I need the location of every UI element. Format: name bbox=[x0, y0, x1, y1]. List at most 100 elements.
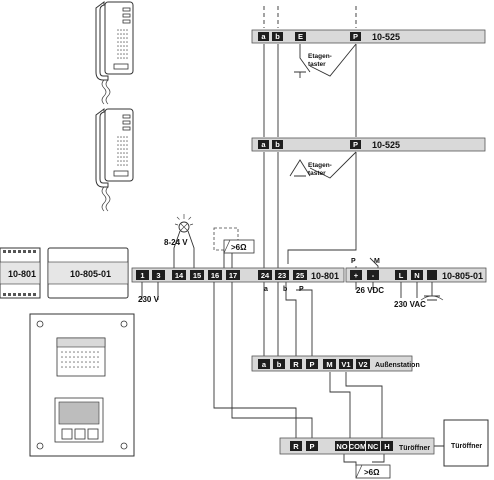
svg-text:P: P bbox=[309, 360, 314, 369]
door-opener-device: Türöffner bbox=[443, 419, 489, 467]
power-unit-bar: + - L N 10-805-01 bbox=[345, 267, 487, 283]
control-unit-terminal-1[interactable]: 1 bbox=[136, 270, 149, 280]
svg-text:15: 15 bbox=[193, 271, 201, 280]
power-unit-ac-label: 230 VAC bbox=[394, 300, 426, 309]
svg-text:M: M bbox=[326, 360, 332, 369]
bus-bar-2-model: 10-525 bbox=[372, 140, 400, 150]
svg-text:R: R bbox=[293, 442, 299, 451]
door-terminal-h[interactable]: H bbox=[381, 441, 393, 451]
control-unit-terminal-16[interactable]: 16 bbox=[208, 270, 222, 280]
bus-bar-1-terminal-a[interactable]: a bbox=[258, 32, 269, 41]
svg-text:a: a bbox=[261, 32, 266, 41]
power-unit-dc-label: 26 VDC bbox=[356, 286, 384, 295]
bus-bar-1-terminal-b[interactable]: b bbox=[272, 32, 283, 41]
svg-text:1: 1 bbox=[140, 271, 144, 280]
lower-wires bbox=[213, 282, 444, 466]
control-unit-terminal-24[interactable]: 24 bbox=[258, 270, 272, 280]
bus-bar-2-terminal-a[interactable]: a bbox=[258, 140, 269, 149]
svg-text:P: P bbox=[353, 32, 358, 41]
svg-text:16: 16 bbox=[211, 271, 219, 280]
bell-lamp-icon bbox=[173, 214, 195, 268]
outdoor-station-bar: a b R P M V1 V2 Außenstation bbox=[251, 355, 420, 372]
outdoor-station-panel-icon bbox=[29, 313, 135, 457]
power-unit-terminal-l[interactable]: L bbox=[395, 270, 407, 280]
bus-sub-a: a bbox=[264, 286, 268, 293]
bus-bar-2: a b P 10-525 bbox=[251, 137, 486, 152]
door-terminal-p[interactable]: P bbox=[306, 441, 318, 451]
door-terminal-no[interactable]: NO bbox=[335, 441, 349, 451]
module-10-801: 10-801 bbox=[0, 247, 41, 299]
svg-text:R: R bbox=[293, 360, 299, 369]
svg-text:P: P bbox=[309, 442, 314, 451]
call-contact-value: >6Ω bbox=[231, 243, 247, 252]
bus-bar-1-terminal-p[interactable]: P bbox=[350, 32, 361, 41]
door-opener-bar: R P NO COM NC H Türöffner bbox=[279, 437, 435, 455]
control-unit-terminal-25[interactable]: 25 bbox=[293, 270, 307, 280]
control-unit-terminal-17[interactable]: 17 bbox=[226, 270, 240, 280]
svg-text:+: + bbox=[354, 271, 359, 280]
bus-bar-1: a b E P 10-525 bbox=[251, 29, 486, 44]
outdoor-terminal-r[interactable]: R bbox=[290, 359, 302, 369]
outdoor-terminal-v2[interactable]: V2 bbox=[356, 359, 370, 369]
control-unit-terminal-3[interactable]: 3 bbox=[152, 270, 165, 280]
floor-button-2-label-line1: Etagen- bbox=[308, 162, 332, 169]
door-opener-bar-label: Türöffner bbox=[399, 445, 430, 452]
outdoor-terminal-v1[interactable]: V1 bbox=[339, 359, 353, 369]
svg-text:-: - bbox=[372, 271, 375, 280]
svg-text:24: 24 bbox=[261, 271, 270, 280]
bus-bar-2-terminal-p[interactable]: P bbox=[350, 140, 361, 149]
door-terminal-com[interactable]: COM bbox=[349, 441, 367, 451]
svg-text:E: E bbox=[298, 32, 303, 41]
power-unit-terminal-minus[interactable]: - bbox=[367, 270, 379, 280]
floor-button-1-label-line1: Etagen- bbox=[308, 53, 332, 60]
outdoor-terminal-b[interactable]: b bbox=[273, 359, 285, 369]
svg-text:14: 14 bbox=[175, 271, 184, 280]
module-left-label: 10-801 bbox=[8, 269, 36, 279]
power-unit-model: 10-805-01 bbox=[442, 271, 483, 281]
bus-sub-p: P bbox=[299, 286, 304, 293]
bus-wires bbox=[263, 6, 357, 358]
indoor-handset-1-icon bbox=[95, 1, 134, 105]
bus-bar-1-model: 10-525 bbox=[372, 32, 400, 42]
svg-text:L: L bbox=[399, 271, 404, 280]
svg-text:V1: V1 bbox=[341, 360, 350, 369]
door-terminal-r[interactable]: R bbox=[290, 441, 302, 451]
floor-switch-2-icon bbox=[289, 151, 357, 179]
bus-bar-1-terminal-e[interactable]: E bbox=[295, 32, 306, 41]
door-terminal-nc[interactable]: NC bbox=[366, 441, 380, 451]
svg-text:23: 23 bbox=[278, 271, 286, 280]
floor-button-2-label-line2: taster bbox=[308, 170, 326, 177]
bus-bar-2-terminal-b[interactable]: b bbox=[272, 140, 283, 149]
svg-text:b: b bbox=[275, 140, 280, 149]
door-opener-label: Türöffner bbox=[451, 443, 482, 450]
svg-text:NO: NO bbox=[336, 442, 347, 451]
bell-voltage-label: 8-24 V bbox=[164, 238, 188, 247]
outdoor-terminal-m[interactable]: M bbox=[323, 359, 336, 369]
outdoor-terminal-a[interactable]: a bbox=[258, 359, 270, 369]
control-unit-terminal-14[interactable]: 14 bbox=[172, 270, 186, 280]
svg-text:V2: V2 bbox=[358, 360, 367, 369]
outdoor-terminal-p[interactable]: P bbox=[306, 359, 318, 369]
svg-text:NC: NC bbox=[368, 442, 379, 451]
floor-switch-1-icon bbox=[294, 43, 357, 78]
svg-text:COM: COM bbox=[349, 442, 367, 451]
power-unit-terminal-plus[interactable]: + bbox=[350, 270, 362, 280]
svg-text:H: H bbox=[384, 442, 389, 451]
control-unit-terminal-23[interactable]: 23 bbox=[275, 270, 289, 280]
svg-text:b: b bbox=[277, 360, 282, 369]
bus-sub-b: b bbox=[283, 286, 287, 293]
door-contact-value: >6Ω bbox=[364, 468, 380, 477]
svg-text:3: 3 bbox=[156, 271, 160, 280]
svg-text:b: b bbox=[275, 32, 280, 41]
control-unit-model: 10-801 bbox=[311, 271, 339, 281]
ground-icon bbox=[420, 282, 444, 301]
svg-text:17: 17 bbox=[229, 271, 237, 280]
call-contact-box: >6Ω bbox=[213, 227, 255, 268]
module-10-805-01: 10-805-01 bbox=[47, 247, 129, 299]
floor-button-1-label-line2: taster bbox=[308, 61, 326, 68]
power-unit-terminal-n[interactable]: N bbox=[411, 270, 423, 280]
power-label-p: P bbox=[351, 258, 356, 265]
svg-text:a: a bbox=[262, 360, 267, 369]
control-unit-terminal-15[interactable]: 15 bbox=[190, 270, 204, 280]
